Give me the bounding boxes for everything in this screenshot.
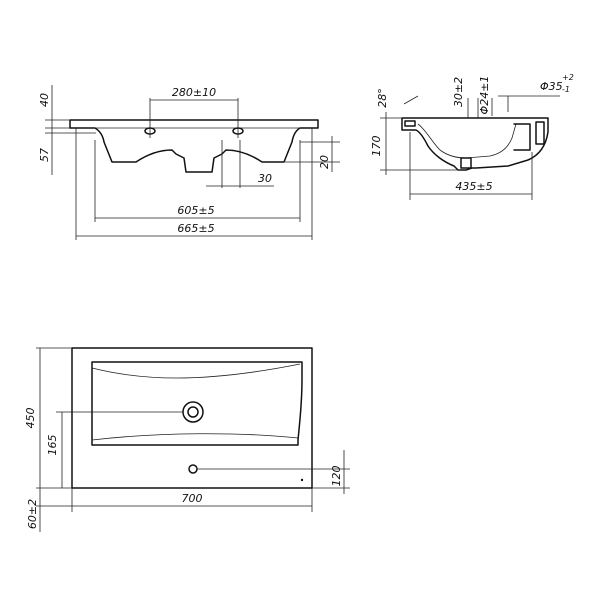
dim-side-height: 170 [370,136,383,157]
top-view: 450 165 120 700 60±2 [24,347,350,532]
dim-drain-tol-lower: -1 [562,85,570,94]
side-angle-line [403,95,419,105]
side-view: 28° 30±2 Φ24±1 Φ35 +2 -1 170 435±5 [370,73,574,200]
front-view: 280±10 40 57 20 30 605±5 665±5 [38,85,340,240]
side-basin-outline [401,117,549,171]
dim-top-width: 700 [182,492,203,505]
side-extension-lines [467,96,509,118]
dim-width-outer: 665±5 [177,222,214,235]
dim-tap-offset: 120 [330,466,343,487]
front-basin-outline [69,119,319,173]
dim-height-top: 40 [38,93,51,107]
dim-height-body: 57 [38,148,51,162]
dim-drain-offset: 165 [46,435,59,456]
dim-hole-depth: 30±2 [452,77,465,107]
dim-edge: 60±2 [26,499,39,529]
top-bowl-outline [91,361,303,446]
dim-side-depth: 435±5 [455,180,492,193]
top-bowl-inner-curve [91,363,301,441]
dim-holes-spacing: 280±10 [172,86,216,99]
dim-width-inner: 605±5 [177,204,214,217]
top-drain-outer [182,401,204,423]
dim-drain-diameter: Φ35 [540,80,563,93]
side-drain [460,157,472,169]
side-back-wall [513,121,545,151]
top-tap-hole [188,464,198,474]
dim-hole-diameter: Φ24±1 [478,76,491,115]
dim-top-depth: 450 [24,408,37,429]
dim-right-20: 20 [318,155,331,169]
top-outer-rect [71,347,313,489]
top-mark-dot [300,478,304,482]
dim-drain-30: 30 [258,172,272,185]
side-inner-line [417,123,517,159]
side-overflow-slot [404,120,416,127]
top-drain-inner [187,406,199,418]
dim-angle: 28° [376,88,389,108]
dim-drain-tol-upper: +2 [562,73,574,82]
